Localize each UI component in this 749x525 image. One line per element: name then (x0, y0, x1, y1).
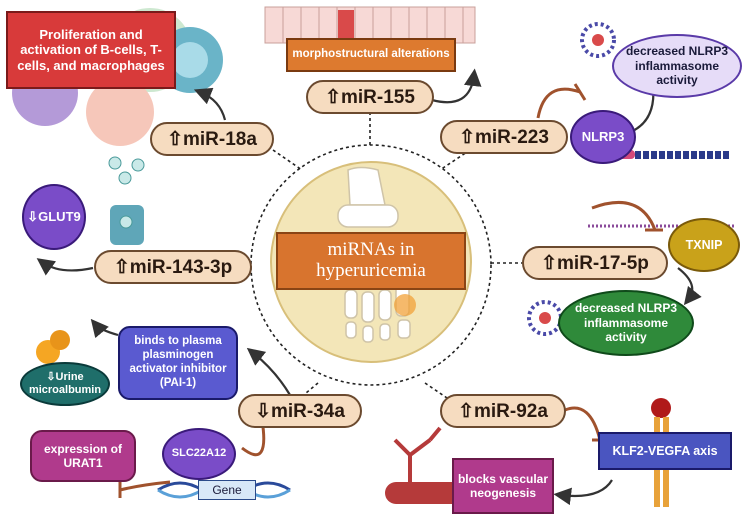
gene-label: Gene (198, 480, 256, 500)
slc22a12-node: SLC22A12 (162, 428, 236, 480)
gout-inflammation-icon (394, 294, 416, 316)
urine-drop-icon (36, 330, 70, 364)
nlrp3-activity-top-text: decreased NLRP3 inflammasome activity (625, 44, 729, 88)
mirna-mir-155-label: ⇧miR-155 (325, 86, 415, 108)
mirna-mir-17-5p-label: ⇧miR-17-5p (541, 252, 649, 274)
mirna-mir-18a-label: ⇧miR-18a (167, 128, 257, 150)
klf2-box: KLF2-VEGFA axis (598, 432, 732, 470)
txnip-text: TXNIP (685, 237, 723, 252)
neogenesis-box: blocks vascular neogenesis (452, 458, 554, 514)
center-title-line2: hyperuricemia (316, 260, 426, 281)
nlrp3-node: NLRP3 (570, 110, 636, 164)
mirna-mir-223-label: ⇧miR-223 (459, 126, 549, 148)
urat1-text: expression of URAT1 (43, 441, 123, 470)
glut9-node: ⇩GLUT9 (22, 184, 86, 250)
epithelium-icon (264, 6, 476, 44)
mirna-mir-18a: ⇧miR-18a (150, 122, 274, 156)
dotted-ring (250, 144, 492, 386)
mirna-mir-92a-label: ⇧miR-92a (458, 400, 548, 422)
nlrp3-activity-mid-box: decreased NLRP3 inflammasome activity (558, 290, 694, 356)
mirna-mir-155: ⇧miR-155 (306, 80, 434, 114)
glut9-transporter-icon (108, 156, 145, 245)
proliferation-box: Proliferation and activation of B-cells,… (6, 11, 176, 89)
nlrp3-activity-top-box: decreased NLRP3 inflammasome activity (612, 34, 742, 98)
inhibition-lines (118, 83, 663, 498)
mirna-mir-92a: ⇧miR-92a (440, 394, 566, 428)
klf2-text: KLF2-VEGFA axis (612, 443, 718, 458)
glut9-text: ⇩GLUT9 (27, 209, 81, 225)
inflammasome-icon-mid (527, 300, 563, 336)
nlrp3-text: NLRP3 (581, 129, 625, 145)
slc22a12-text: SLC22A12 (171, 447, 227, 460)
mirna-mir-143-3p-label: ⇧miR-143-3p (113, 256, 233, 278)
blood-vessel-icon (385, 426, 463, 504)
proliferation-text: Proliferation and activation of B-cells,… (17, 26, 165, 73)
pai1-box: binds to plasma plasminogen activator in… (118, 326, 238, 400)
inflammasome-icon-top (580, 22, 616, 58)
nlrp3-activity-mid-text: decreased NLRP3 inflammasome activity (574, 301, 678, 345)
mirna-mir-143-3p: ⇧miR-143-3p (94, 250, 252, 284)
txnip-node: TXNIP (668, 218, 740, 272)
mirna-mir-34a: ⇩miR-34a (238, 394, 362, 428)
pai1-text: binds to plasma plasminogen activator in… (129, 335, 227, 389)
gene-text: Gene (212, 482, 242, 497)
urine-text: ⇩Urine microalbumin (28, 370, 102, 396)
mirna-mir-34a-label: ⇩miR-34a (255, 400, 345, 422)
morpho-text: morphostructural alterations (292, 48, 450, 61)
neogenesis-text: blocks vascular neogenesis (457, 471, 549, 500)
mirna-mir-223: ⇧miR-223 (440, 120, 568, 154)
center-title-line1: miRNAs in (327, 239, 415, 261)
urine-box: ⇩Urine microalbumin (20, 362, 110, 406)
morpho-box: morphostructural alterations (286, 38, 456, 72)
mirna-mir-17-5p: ⇧miR-17-5p (522, 246, 668, 280)
urat1-box: expression of URAT1 (30, 430, 136, 482)
